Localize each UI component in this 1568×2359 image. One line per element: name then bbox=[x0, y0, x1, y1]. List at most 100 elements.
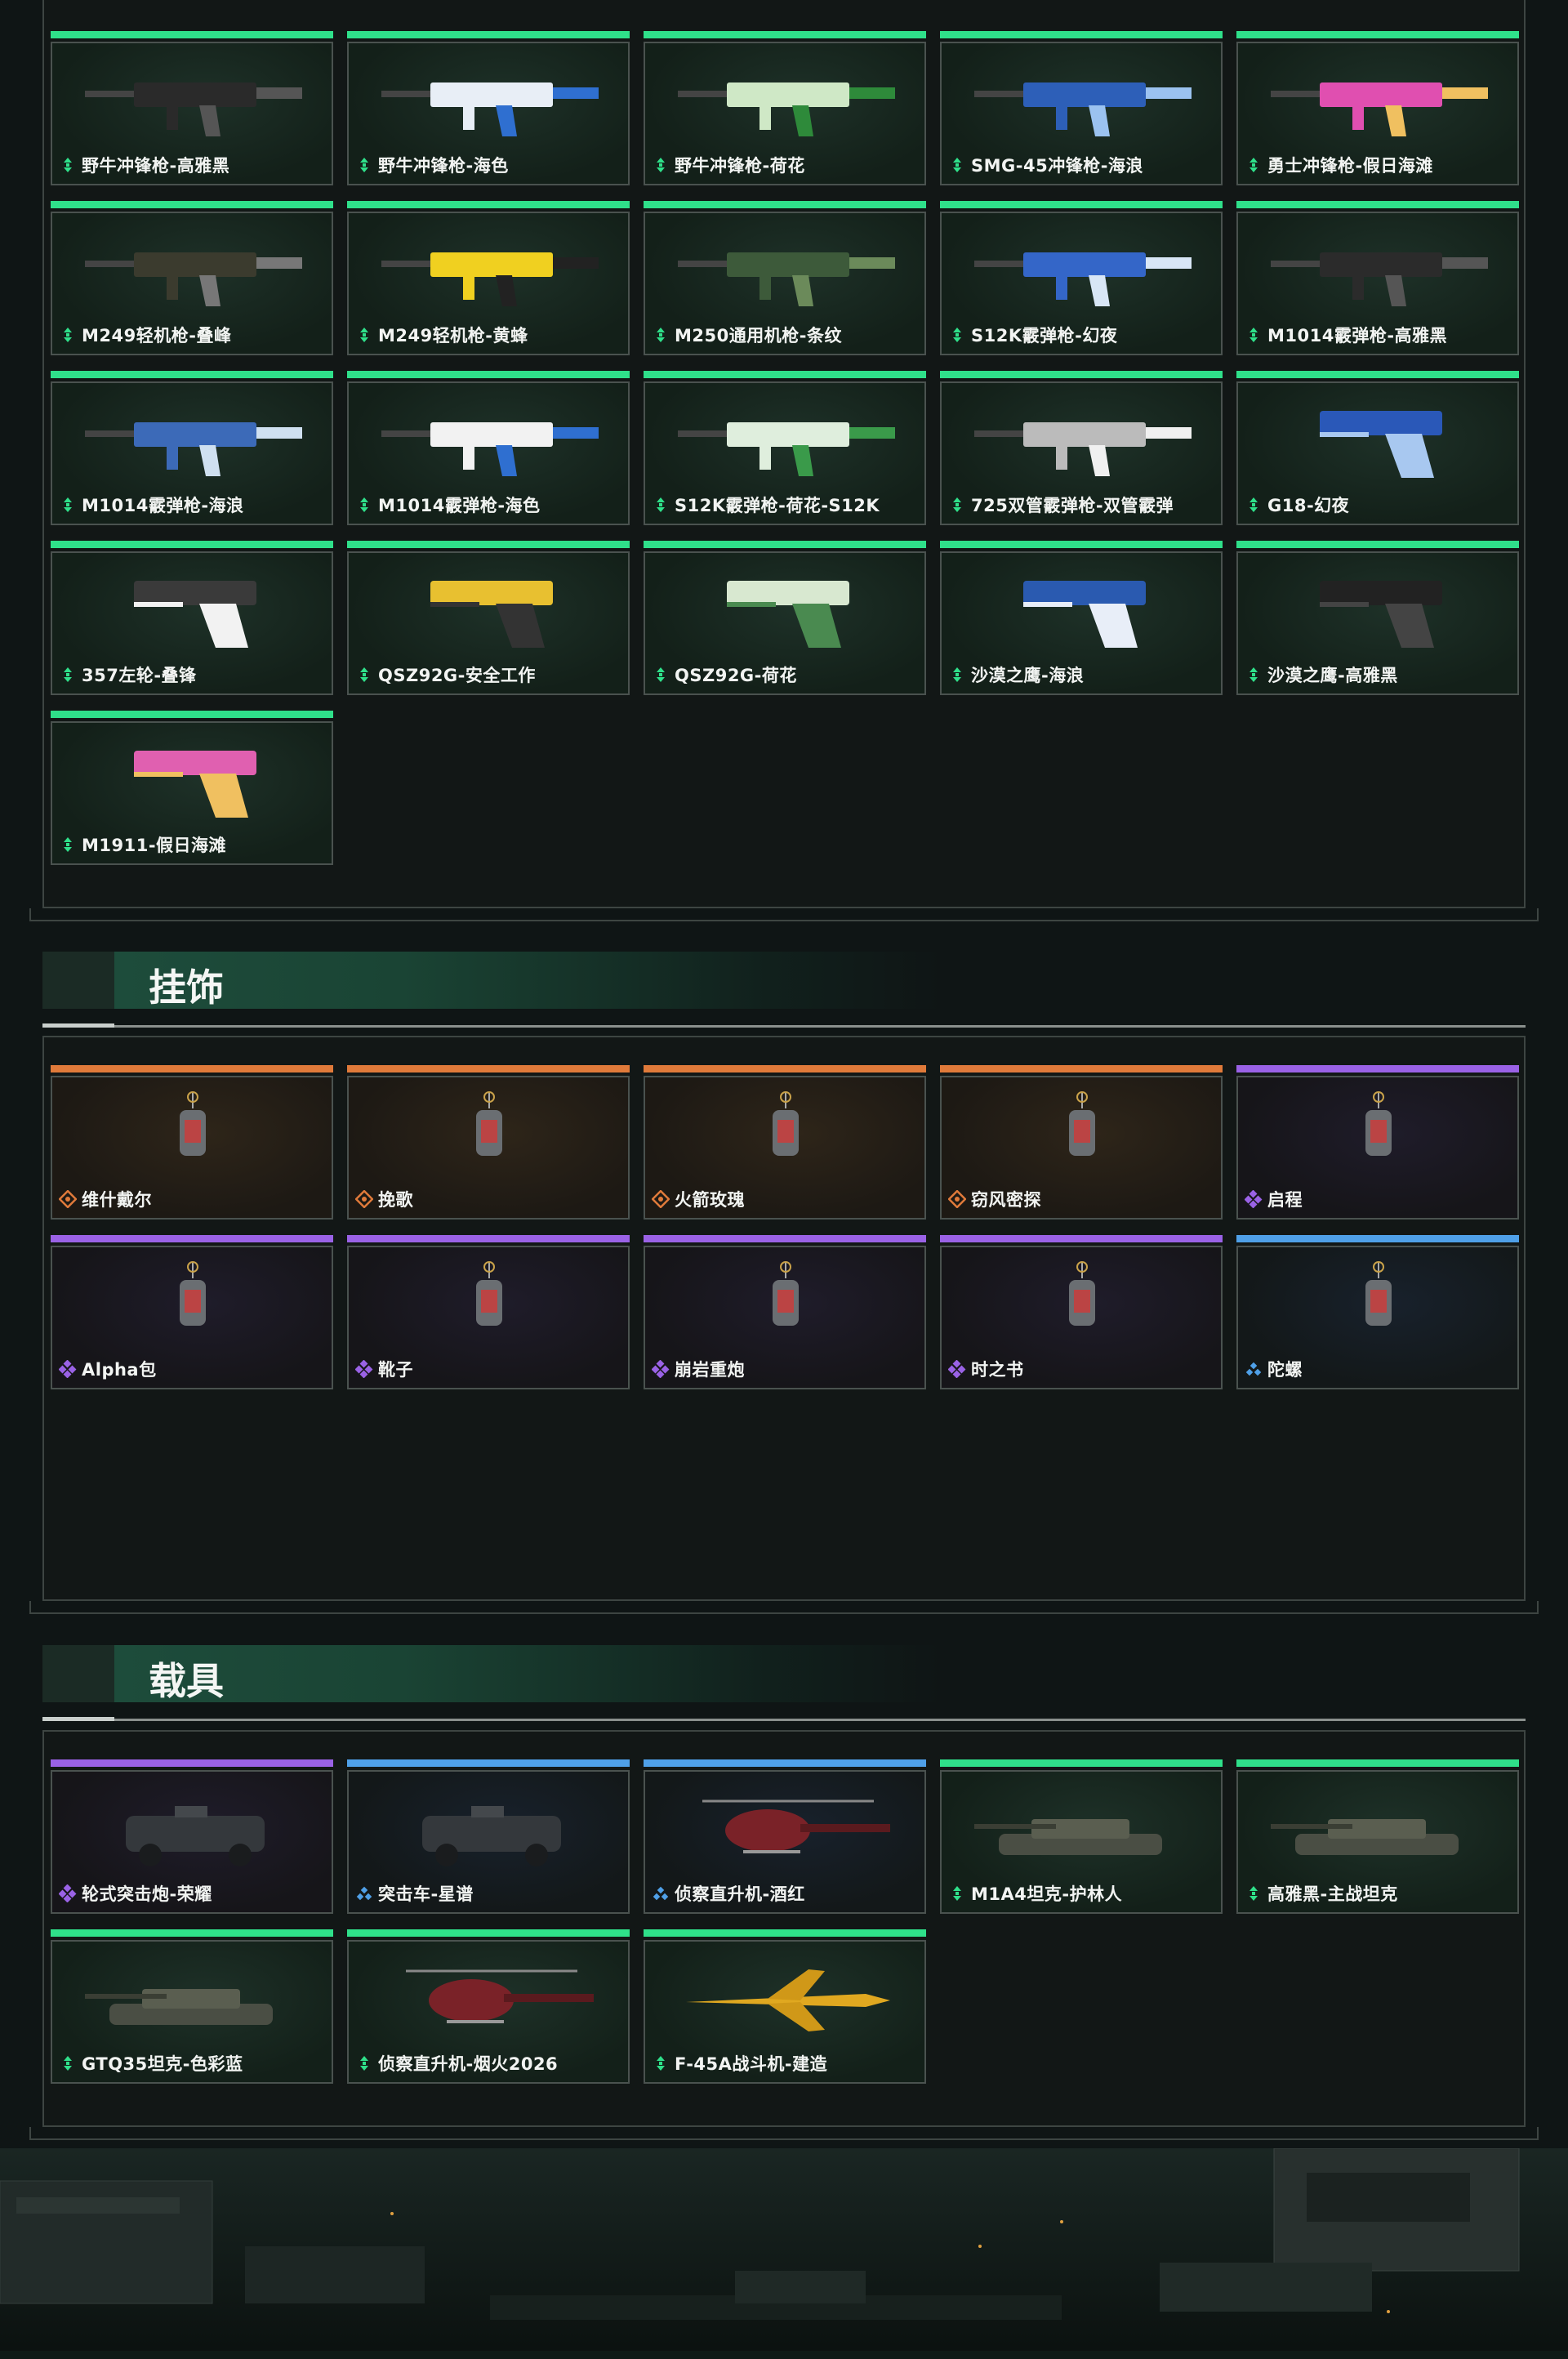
card-frame: M250通用机枪-条纹 bbox=[644, 212, 926, 355]
card-label: M249轻机枪-黄蜂 bbox=[355, 323, 528, 347]
rarity-blue-icon bbox=[652, 1884, 670, 1902]
card-label: 沙漠之鹰-海浪 bbox=[948, 662, 1084, 687]
charms-card[interactable]: 时之书 bbox=[940, 1235, 1223, 1389]
charms-card[interactable]: 火箭玫瑰 bbox=[644, 1065, 926, 1220]
charms-card[interactable]: 挽歌 bbox=[347, 1065, 630, 1220]
weapons-card[interactable]: M1014霰弹枪-海浪 bbox=[51, 371, 333, 525]
vehicles-card[interactable]: 轮式突击炮-荣耀 bbox=[51, 1759, 333, 1914]
rarity-bar bbox=[1236, 31, 1519, 38]
weapons-panel: 野牛冲锋枪-高雅黑野牛冲锋枪-海色野牛冲锋枪-荷花 SMG-45冲锋枪-海浪勇士冲… bbox=[29, 0, 1539, 921]
rarity-bar bbox=[51, 1929, 333, 1937]
vehicles-panel: 轮式突击炮-荣耀突击车-星谱 侦察直升机-酒红 M1A4坦克-护林人 高雅黑-主战坦克… bbox=[29, 1730, 1539, 2140]
item-name: 357左轮-叠锋 bbox=[82, 666, 197, 685]
rarity-purple-icon bbox=[651, 1359, 670, 1379]
weapons-card[interactable]: M1014霰弹枪-海色 bbox=[347, 371, 630, 525]
rarity-bar bbox=[347, 201, 630, 208]
weapons-card[interactable]: M249轻机枪-叠峰 bbox=[51, 201, 333, 355]
charms-card[interactable]: 启程 bbox=[1236, 1065, 1519, 1220]
rarity-bar bbox=[51, 1759, 333, 1767]
rarity-bar bbox=[940, 541, 1223, 548]
weapons-card[interactable]: M1014霰弹枪-高雅黑 bbox=[1236, 201, 1519, 355]
vehicles-card[interactable]: 高雅黑-主战坦克 bbox=[1236, 1759, 1519, 1914]
card-frame: 启程 bbox=[1236, 1076, 1519, 1220]
weapons-card[interactable]: S12K霰弹枪-幻夜 bbox=[940, 201, 1223, 355]
rarity-green-icon bbox=[948, 156, 966, 174]
item-name: 挽歌 bbox=[378, 1190, 413, 1210]
weapons-card[interactable]: M249轻机枪-黄蜂 bbox=[347, 201, 630, 355]
vehicles-card[interactable]: M1A4坦克-护林人 bbox=[940, 1759, 1223, 1914]
vehicles-card[interactable]: GTQ35坦克-色彩蓝 bbox=[51, 1929, 333, 2084]
card-frame: 野牛冲锋枪-高雅黑 bbox=[51, 42, 333, 185]
charms-card[interactable]: 靴子 bbox=[347, 1235, 630, 1389]
weapons-card[interactable]: QSZ92G-荷花 bbox=[644, 541, 926, 695]
weapons-card[interactable]: 357左轮-叠锋 bbox=[51, 541, 333, 695]
card-frame: M249轻机枪-黄蜂 bbox=[347, 212, 630, 355]
weapons-card[interactable]: M250通用机枪-条纹 bbox=[644, 201, 926, 355]
rarity-bar bbox=[1236, 1065, 1519, 1072]
card-label: 725双管霰弹枪-双管霰弹 bbox=[948, 493, 1174, 517]
weapons-card[interactable]: QSZ92G-安全工作 bbox=[347, 541, 630, 695]
section-title: 挂饰 bbox=[149, 965, 224, 1010]
vehicles-grid: 轮式突击炮-荣耀突击车-星谱 侦察直升机-酒红 M1A4坦克-护林人 高雅黑-主战坦克… bbox=[51, 1759, 1519, 2084]
card-frame: S12K霰弹枪-幻夜 bbox=[940, 212, 1223, 355]
card-frame: Alpha包 bbox=[51, 1246, 333, 1389]
item-name: 崩岩重炮 bbox=[675, 1360, 745, 1380]
weapons-card[interactable]: G18-幻夜 bbox=[1236, 371, 1519, 525]
section-title: 载具 bbox=[149, 1659, 224, 1703]
rarity-green-icon bbox=[652, 496, 670, 514]
card-label: M250通用机枪-条纹 bbox=[652, 323, 842, 347]
card-frame: 沙漠之鹰-高雅黑 bbox=[1236, 551, 1519, 695]
weapons-card[interactable]: 勇士冲锋枪-假日海滩 bbox=[1236, 31, 1519, 185]
rarity-purple-icon bbox=[947, 1359, 966, 1379]
vehicles-card[interactable]: F-45A战斗机-建造 bbox=[644, 1929, 926, 2084]
rarity-green-icon bbox=[1245, 326, 1263, 344]
card-label: 勇士冲锋枪-假日海滩 bbox=[1245, 153, 1433, 177]
vehicles-section-header: 载具 bbox=[42, 1637, 1526, 1727]
weapons-card[interactable]: S12K霰弹枪-荷花-S12K bbox=[644, 371, 926, 525]
weapons-card[interactable]: 野牛冲锋枪-海色 bbox=[347, 31, 630, 185]
rarity-bar bbox=[940, 1235, 1223, 1242]
vehicles-card[interactable]: 侦察直升机-烟火2026 bbox=[347, 1929, 630, 2084]
item-name: 侦察直升机-酒红 bbox=[675, 1884, 805, 1904]
item-name: M1A4坦克-护林人 bbox=[971, 1884, 1123, 1904]
rarity-purple-icon bbox=[58, 1359, 77, 1379]
vehicles-card[interactable]: 侦察直升机-酒红 bbox=[644, 1759, 926, 1914]
card-frame: M1A4坦克-护林人 bbox=[940, 1770, 1223, 1914]
charms-card[interactable]: 窃风密探 bbox=[940, 1065, 1223, 1220]
item-name: S12K霰弹枪-幻夜 bbox=[971, 326, 1118, 346]
rarity-orange-icon bbox=[651, 1189, 670, 1209]
rarity-green-icon bbox=[1245, 156, 1263, 174]
card-label: 突击车-星谱 bbox=[355, 1881, 474, 1906]
rarity-bar bbox=[347, 1929, 630, 1937]
rarity-green-icon bbox=[59, 2054, 77, 2072]
charms-section-header: 挂饰 bbox=[42, 943, 1526, 1033]
weapons-card[interactable]: 沙漠之鹰-海浪 bbox=[940, 541, 1223, 695]
charms-card[interactable]: 陀螺 bbox=[1236, 1235, 1519, 1389]
rarity-bar bbox=[940, 1759, 1223, 1767]
charms-card[interactable]: 崩岩重炮 bbox=[644, 1235, 926, 1389]
weapons-card[interactable]: 沙漠之鹰-高雅黑 bbox=[1236, 541, 1519, 695]
weapons-card[interactable]: 野牛冲锋枪-高雅黑 bbox=[51, 31, 333, 185]
card-label: 野牛冲锋枪-荷花 bbox=[652, 153, 805, 177]
rarity-green-icon bbox=[1245, 666, 1263, 684]
weapons-grid: 野牛冲锋枪-高雅黑野牛冲锋枪-海色野牛冲锋枪-荷花 SMG-45冲锋枪-海浪勇士冲… bbox=[51, 31, 1519, 865]
charms-card[interactable]: 维什戴尔 bbox=[51, 1065, 333, 1220]
card-frame: 侦察直升机-酒红 bbox=[644, 1770, 926, 1914]
card-label: 火箭玫瑰 bbox=[651, 1187, 745, 1211]
item-name: 侦察直升机-烟火2026 bbox=[378, 2054, 559, 2074]
card-frame: QSZ92G-荷花 bbox=[644, 551, 926, 695]
weapons-card[interactable]: SMG-45冲锋枪-海浪 bbox=[940, 31, 1223, 185]
card-label: 357左轮-叠锋 bbox=[59, 662, 197, 687]
weapons-card[interactable]: 野牛冲锋枪-荷花 bbox=[644, 31, 926, 185]
rarity-bar bbox=[347, 1235, 630, 1242]
weapons-card[interactable]: M1911-假日海滩 bbox=[51, 711, 333, 865]
charms-card[interactable]: Alpha包 bbox=[51, 1235, 333, 1389]
item-name: 靴子 bbox=[378, 1360, 413, 1380]
vehicles-card[interactable]: 突击车-星谱 bbox=[347, 1759, 630, 1914]
weapons-card[interactable]: 725双管霰弹枪-双管霰弹 bbox=[940, 371, 1223, 525]
card-frame: 靴子 bbox=[347, 1246, 630, 1389]
card-frame: 沙漠之鹰-海浪 bbox=[940, 551, 1223, 695]
card-label: 启程 bbox=[1244, 1187, 1303, 1211]
rarity-green-icon bbox=[59, 156, 77, 174]
rarity-bar bbox=[940, 31, 1223, 38]
